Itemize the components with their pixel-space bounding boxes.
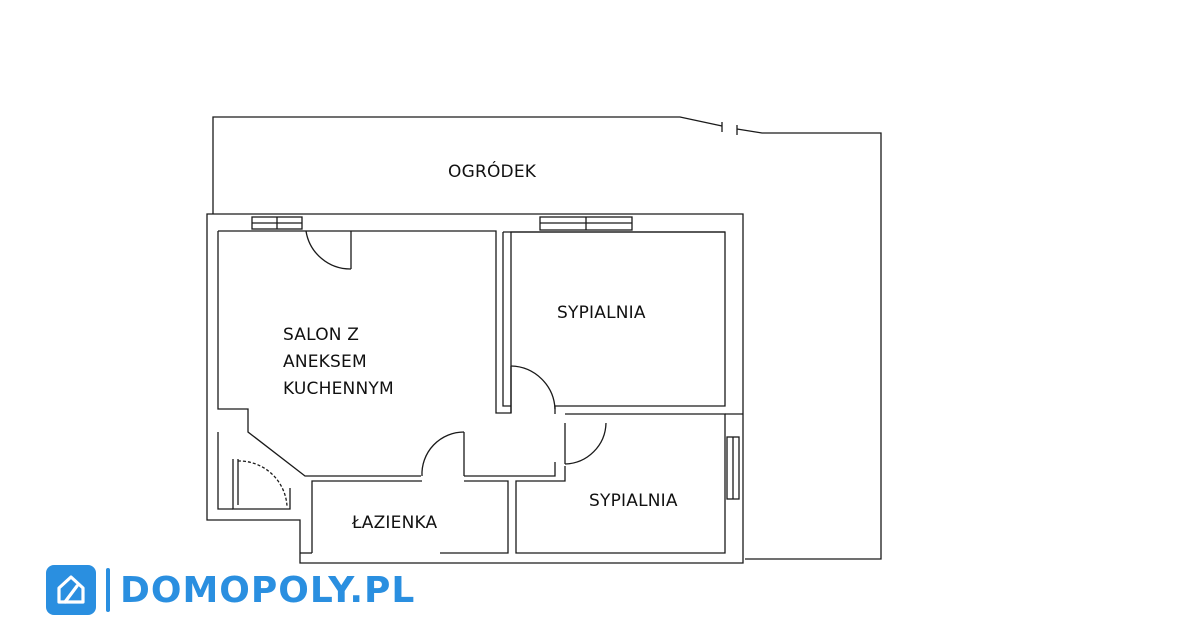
bedroom-top-label: SYPIALNIA <box>557 303 646 323</box>
garden-label: OGRÓDEK <box>448 162 537 182</box>
living-room-label-line: ANEKSEM <box>283 352 367 372</box>
garden-outline <box>212 116 882 560</box>
hall-wall <box>464 462 556 477</box>
bathroom-wall <box>311 480 509 554</box>
brand-name: DOMOPOLY.PL <box>120 569 416 611</box>
bedroom-bottom-label: SYPIALNIA <box>589 491 678 511</box>
living-room-label-line: SALON Z <box>283 325 360 345</box>
brand-logo: DOMOPOLY.PL <box>46 564 415 616</box>
bathroom-label: ŁAZIENKA <box>352 513 438 533</box>
brand-divider <box>106 568 110 612</box>
living-room-label: SALON Z ANEKSEM KUCHENNYM <box>283 322 394 403</box>
bedroom-top-wall <box>502 232 511 407</box>
living-room-wall <box>217 432 233 510</box>
house-logo-icon <box>46 565 96 615</box>
bedroom-bottom-wall <box>515 413 726 554</box>
bedroom-top-wall <box>503 231 726 414</box>
living-room-label-line: KUCHENNYM <box>283 379 394 399</box>
outer-wall <box>206 213 744 564</box>
closet-wall <box>232 459 291 510</box>
living-room-wall <box>217 231 421 477</box>
